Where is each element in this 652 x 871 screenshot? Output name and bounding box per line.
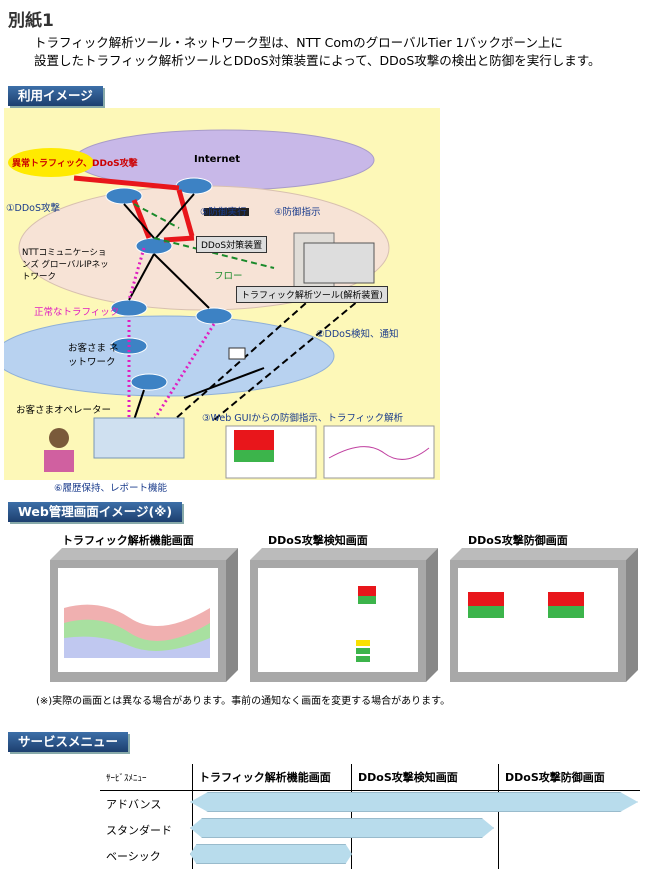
screen-title-defense: DDoS攻撃防御画面 bbox=[468, 534, 568, 547]
label-step2: ②DDoS検知、通知 bbox=[316, 329, 399, 340]
coverage-bar-advance bbox=[190, 792, 638, 812]
label-step3: ③Web GUIからの防御指示、トラフィック解析 bbox=[202, 413, 404, 424]
label-abnormal: 異常トラフィック、DDoS攻撃 bbox=[8, 148, 138, 177]
disclaimer-note: (※)実際の画面とは異なる場合があります。事前の通知なく画面を変更する場合があり… bbox=[36, 696, 451, 707]
intro-text: トラフィック解析ツール・ネットワーク型は、NTT ComのグローバルTier 1… bbox=[34, 34, 601, 70]
row-label-advance: アドバンス bbox=[106, 798, 162, 811]
label-internet: Internet bbox=[194, 154, 241, 165]
intro-line-1: トラフィック解析ツール・ネットワーク型は、NTT ComのグローバルTier 1… bbox=[34, 35, 563, 50]
label-ddos-device: DDoS対策装置 bbox=[196, 236, 268, 253]
usage-diagram: 異常トラフィック、DDoS攻撃 Internet ①DDoS攻撃 ⑤防御実行 ④… bbox=[4, 108, 440, 494]
header-service-menu: ｻｰﾋﾞｽﾒﾆｭｰ bbox=[100, 764, 193, 791]
row-label-standard: スタンダード bbox=[106, 824, 172, 837]
service-menu-table: ｻｰﾋﾞｽﾒﾆｭｰ トラフィック解析機能画面 DDoS攻撃検知画面 DDoS攻撃… bbox=[100, 764, 640, 869]
traffic-screen-thumb bbox=[50, 548, 238, 682]
screen-title-traffic: トラフィック解析機能画面 bbox=[62, 534, 194, 547]
coverage-bar-basic bbox=[190, 844, 352, 864]
label-step1: ①DDoS攻撃 bbox=[6, 203, 60, 214]
section-web: Web管理画面イメージ(※) bbox=[8, 502, 183, 522]
label-step4: ④防御指示 bbox=[274, 207, 321, 218]
header-defense: DDoS攻撃防御画面 bbox=[498, 764, 640, 791]
label-customer-network: お客さま ネットワーク bbox=[68, 343, 119, 368]
header-detect: DDoS攻撃検知画面 bbox=[351, 764, 499, 791]
intro-line-2: 設置したトラフィック解析ツールとDDoS対策装置によって、DDoS攻撃の検出と防… bbox=[34, 53, 601, 68]
label-ntt-network: NTTコミュニケーションズ グローバルIPネットワーク bbox=[22, 248, 109, 282]
label-analyzer: トラフィック解析ツール(解析装置) bbox=[236, 286, 388, 303]
row-label-basic: ベーシック bbox=[106, 850, 161, 863]
label-flow: フロー bbox=[214, 271, 243, 282]
screen-title-detect: DDoS攻撃検知画面 bbox=[268, 534, 368, 547]
section-menu: サービスメニュー bbox=[8, 732, 129, 752]
page-title: 別紙1 bbox=[8, 11, 54, 31]
header-traffic: トラフィック解析機能画面 bbox=[192, 764, 352, 791]
screen-thumbnails bbox=[50, 548, 638, 682]
detect-screen-thumb bbox=[250, 548, 438, 682]
label-step6: ⑥履歴保持、レポート機能 bbox=[54, 483, 168, 494]
coverage-bar-standard bbox=[190, 818, 494, 838]
defense-screen-thumb bbox=[450, 548, 638, 682]
label-normal-traffic: 正常なトラフィック bbox=[34, 307, 120, 318]
label-operator: お客さまオペレーター bbox=[16, 405, 112, 416]
label-step5: ⑤防御実行 bbox=[200, 207, 247, 218]
table-header-row: ｻｰﾋﾞｽﾒﾆｭｰ トラフィック解析機能画面 DDoS攻撃検知画面 DDoS攻撃… bbox=[100, 764, 640, 791]
table-row: ベーシック bbox=[100, 843, 640, 869]
section-usage: 利用イメージ bbox=[8, 86, 103, 106]
